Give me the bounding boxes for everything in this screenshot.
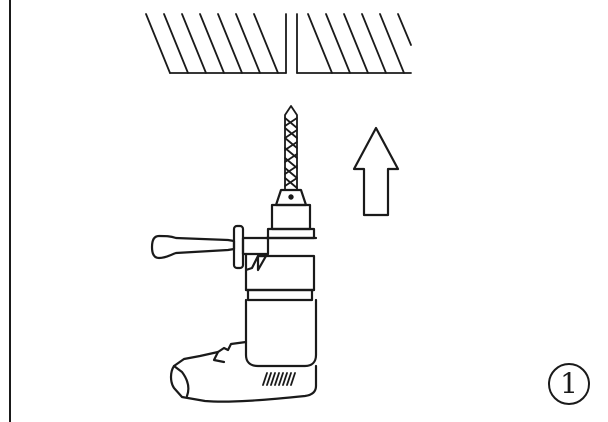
drill-bit bbox=[284, 105, 298, 191]
up-arrow-icon bbox=[352, 126, 400, 217]
drill-body bbox=[244, 252, 318, 368]
side-handle bbox=[150, 224, 270, 270]
step-number-badge: 1 bbox=[548, 363, 590, 405]
ceiling-hatch-right bbox=[296, 13, 412, 74]
drill-chuck bbox=[264, 188, 318, 240]
ceiling-hatch-left bbox=[145, 13, 287, 74]
drill-grip bbox=[169, 340, 318, 403]
